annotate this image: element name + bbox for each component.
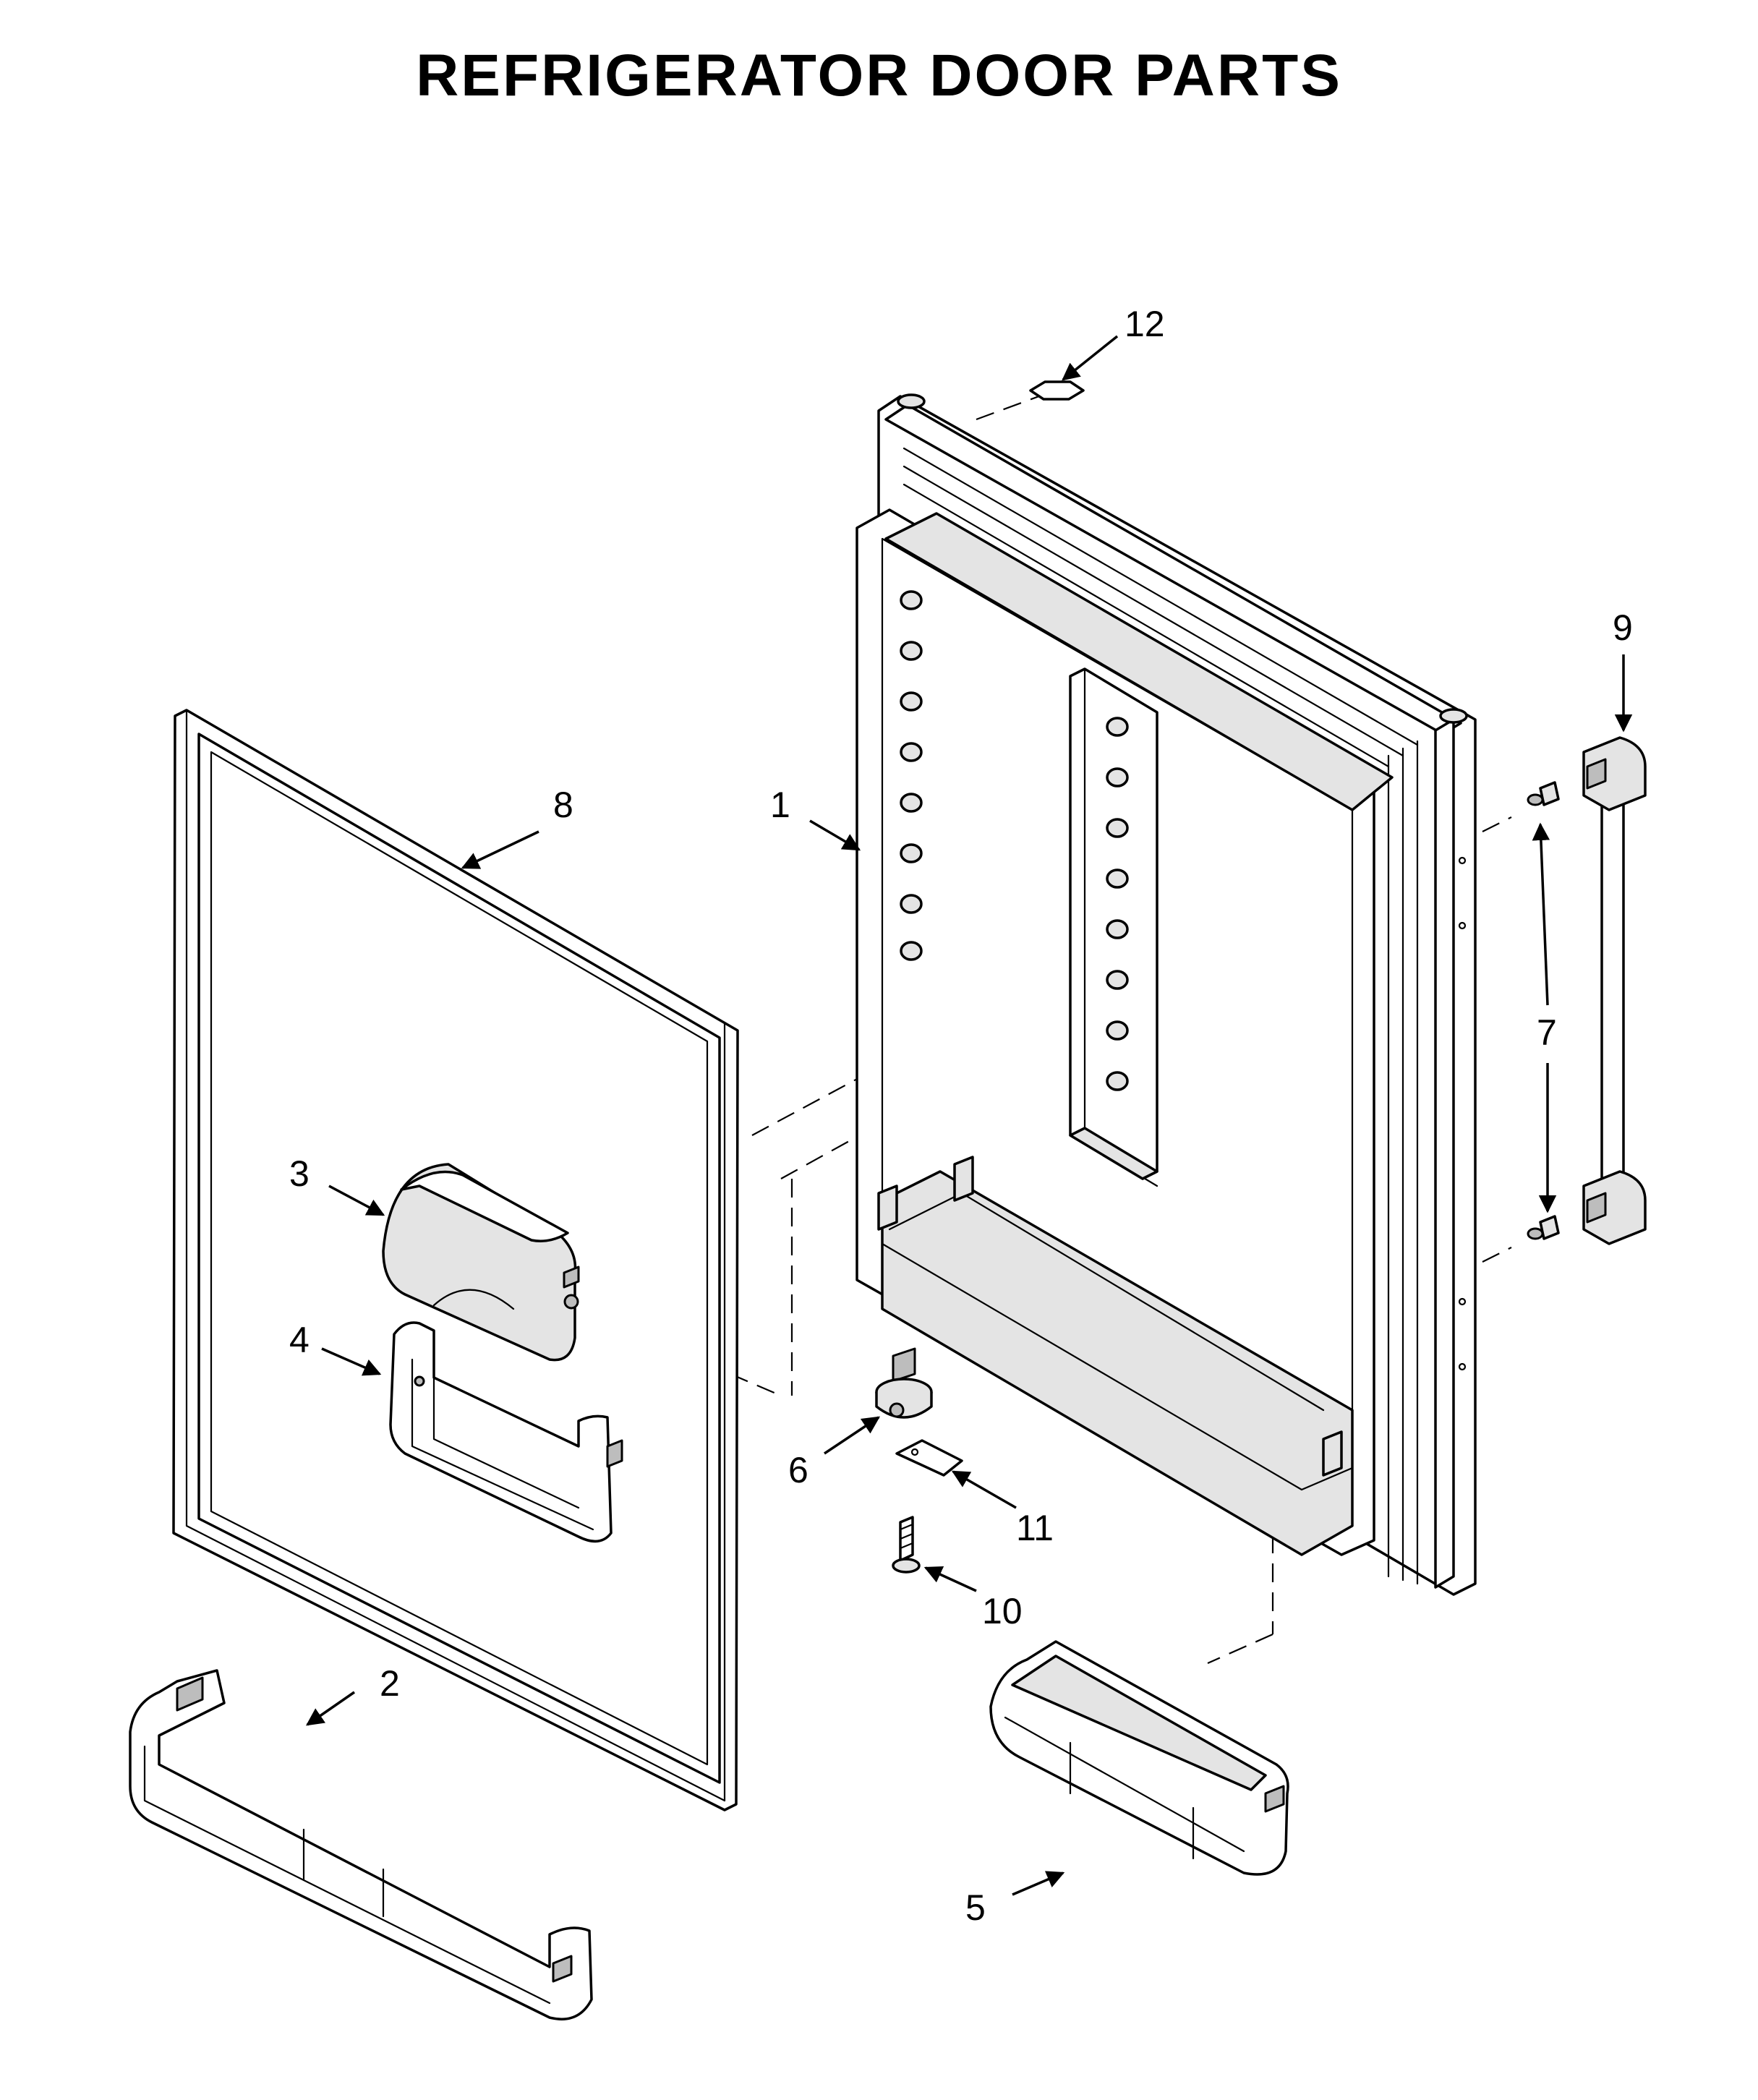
callout-labels: 1 2 3 4 5 6 7 8 9 10 11 12 xyxy=(289,304,1633,1928)
page-title: REFRIGERATOR DOOR PARTS xyxy=(416,43,1342,108)
callout-10: 10 xyxy=(982,1591,1023,1631)
callout-2: 2 xyxy=(380,1663,400,1704)
liner-shelf-pegs-left xyxy=(900,590,923,961)
callout-3: 3 xyxy=(289,1153,310,1194)
callout-5: 5 xyxy=(965,1887,986,1928)
part-3-dairy-door xyxy=(382,1163,580,1362)
callout-6: 6 xyxy=(788,1450,808,1490)
callout-1: 1 xyxy=(770,785,790,825)
callout-11: 11 xyxy=(1016,1508,1054,1548)
callout-9: 9 xyxy=(1613,607,1633,648)
part-10-screw xyxy=(892,1516,921,1574)
callout-8: 8 xyxy=(553,785,573,825)
callout-12: 12 xyxy=(1125,304,1165,344)
part-2-door-bin xyxy=(129,1669,593,2020)
leader-arrows xyxy=(305,335,1633,1896)
liner-shelf-pegs-right xyxy=(1106,717,1129,1091)
part-6-hinge-cam xyxy=(875,1347,933,1419)
callout-7: 7 xyxy=(1537,1012,1557,1053)
part-7-handle-studs xyxy=(1527,781,1560,1240)
part-4-dairy-bin xyxy=(389,1321,623,1543)
part-1-door-assembly xyxy=(855,393,1477,1596)
part-9-door-handle xyxy=(1582,736,1647,1245)
callout-4: 4 xyxy=(289,1320,310,1360)
part-5-door-bin-right xyxy=(989,1640,1289,1876)
part-12-gasket-ring xyxy=(1029,380,1085,401)
part-11-hinge-plate xyxy=(895,1439,963,1477)
